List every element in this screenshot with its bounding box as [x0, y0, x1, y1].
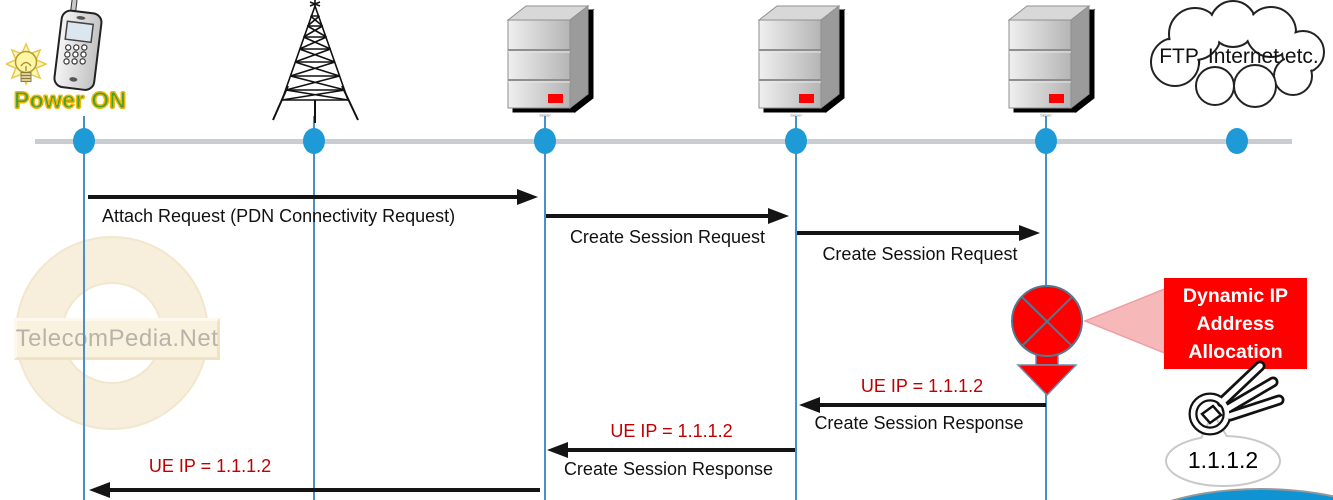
callout-wedge — [1082, 286, 1168, 356]
arrowhead-left-icon — [547, 442, 568, 458]
create-session-request-arrow-1 — [546, 214, 770, 218]
create-session-request-label-1: Create Session Request — [569, 227, 766, 247]
alloc-line-1: Dynamic IP — [1182, 284, 1289, 307]
allocated-ip-value: 1.1.1.2 — [1187, 447, 1259, 473]
server-icon — [757, 4, 841, 110]
node-dot-server3 — [1035, 128, 1057, 154]
server2-caption: Server — [790, 114, 802, 118]
arrowhead-left-icon — [89, 482, 110, 498]
ue-ip-label-3: UE IP = 1.1.1.2 — [148, 456, 272, 476]
server-icon — [506, 4, 590, 110]
alloc-line-3: Allocation — [1188, 340, 1283, 363]
timeline-bar — [35, 139, 1292, 144]
lightbulb-icon — [6, 42, 48, 86]
power-on-label: Power ON — [13, 86, 127, 113]
node-dot-internet — [1226, 128, 1248, 154]
watermark-text: TelecomPedia.Net — [15, 325, 219, 352]
node-dot-ue — [73, 128, 95, 154]
server3-caption: Server — [1040, 114, 1052, 118]
lifeline-server2 — [795, 116, 797, 500]
ip-allocation-event-icon — [1011, 285, 1083, 397]
arrowhead-left-icon — [799, 397, 820, 413]
attach-accept-arrow — [108, 488, 540, 492]
lifeline-server1 — [544, 116, 546, 500]
create-session-response-arrow-2 — [566, 448, 795, 452]
internet-cloud-label: FTP, Internet etc. — [1159, 45, 1319, 68]
server1-caption: Server — [539, 114, 551, 118]
create-session-response-arrow-1 — [818, 403, 1046, 407]
attach-request-label: Attach Request (PDN Connectivity Request… — [102, 206, 456, 226]
create-session-request-label-2: Create Session Request — [822, 244, 1018, 264]
dynamic-ip-allocation-callout: Dynamic IP Address Allocation — [1164, 278, 1307, 369]
radio-tower-icon — [272, 0, 359, 123]
watermark-banner: TelecomPedia.Net — [14, 318, 220, 360]
ue-ip-label-2: UE IP = 1.1.1.2 — [610, 421, 733, 441]
bottom-node-ellipse — [1115, 488, 1333, 500]
create-session-response-label-1: Create Session Response — [814, 413, 1024, 433]
create-session-request-arrow-2 — [797, 231, 1021, 235]
arrowhead-right-icon — [768, 208, 789, 224]
cloud-icon — [1150, 0, 1325, 108]
lifeline-enodeb — [313, 116, 315, 500]
alloc-line-2: Address — [1196, 312, 1275, 335]
attach-request-arrow — [88, 195, 518, 199]
mobile-phone-icon — [53, 0, 103, 91]
ue-ip-label-1: UE IP = 1.1.1.2 — [860, 376, 984, 396]
node-dot-server1 — [534, 128, 556, 154]
hand-drop-icon — [1188, 360, 1285, 436]
node-dot-enodeb — [303, 128, 325, 154]
node-dot-server2 — [785, 128, 807, 154]
server-icon — [1007, 4, 1091, 110]
lifeline-ue — [83, 116, 85, 500]
arrowhead-right-icon — [1019, 225, 1040, 241]
arrowhead-right-icon — [517, 189, 538, 205]
create-session-response-label-2: Create Session Response — [563, 459, 774, 479]
